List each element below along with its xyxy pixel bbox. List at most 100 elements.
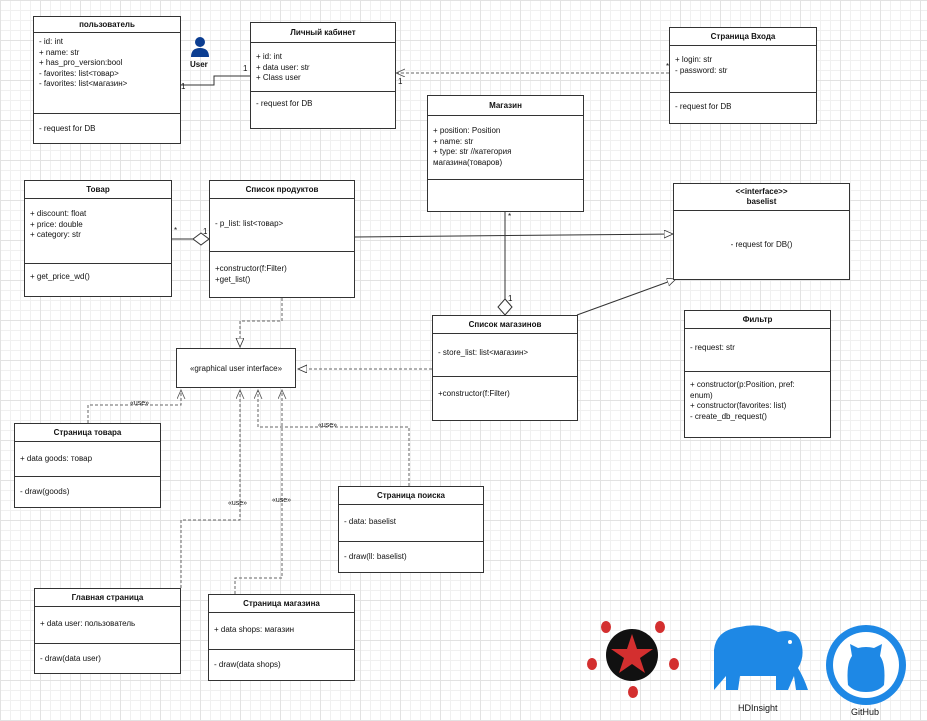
realization-shoplist-baselist xyxy=(576,279,676,316)
method: + get_price_wd() xyxy=(30,272,90,281)
github-logo xyxy=(826,625,906,705)
class-shop[interactable]: Магазин + position: Position + name: str… xyxy=(427,95,584,212)
use-mainpage-gui xyxy=(180,390,240,588)
class-login-page[interactable]: Страница Входа + login: str - password: … xyxy=(669,27,817,124)
use-shoppage-gui xyxy=(234,390,282,594)
attribute: + login: str xyxy=(675,55,713,64)
class-methods: - draw(ll: baselist) xyxy=(339,541,483,572)
class-methods: +constructor(f:Filter) +get_list() xyxy=(210,251,354,297)
attribute: + data user: пользователь xyxy=(40,619,136,628)
attribute: - data: baselist xyxy=(344,517,397,526)
attribute: - store_list: list<магазин> xyxy=(438,348,529,357)
class-search-page[interactable]: Страница поиска - data: baselist - draw(… xyxy=(338,486,484,573)
method: - draw(data user) xyxy=(40,654,101,663)
class-attributes: + login: str - password: str xyxy=(670,46,816,92)
class-attributes: + data shops: магазин xyxy=(209,613,354,649)
class-methods xyxy=(428,179,583,211)
bug-star-logo xyxy=(587,621,679,698)
class-attributes: - request: str xyxy=(685,329,830,371)
class-methods: - request for DB() xyxy=(674,211,849,279)
class-attributes: + position: Position + name: str + type:… xyxy=(428,116,583,179)
class-main-page[interactable]: Главная страница + data user: пользовате… xyxy=(34,588,181,674)
use-label: «use» xyxy=(318,422,338,429)
use-label: «use» xyxy=(272,497,292,504)
hdinsight-elephant-logo xyxy=(714,625,808,690)
multiplicity: 1 xyxy=(398,77,403,86)
attribute: + price: double xyxy=(30,219,83,229)
interface-name: baselist xyxy=(746,197,777,206)
attribute: + data user: str xyxy=(256,62,310,72)
user-actor-icon xyxy=(191,37,209,57)
class-methods: +constructor(f:Filter) xyxy=(433,376,577,420)
class-title: Страница магазина xyxy=(209,595,354,613)
class-title: Главная страница xyxy=(35,589,180,607)
stereotype: <<interface>> xyxy=(735,187,788,196)
attribute: + id: int xyxy=(256,52,283,61)
class-methods: - request for DB xyxy=(251,91,395,128)
multiplicity: 1 xyxy=(181,82,186,91)
github-label: GitHub xyxy=(851,707,880,717)
attribute: - favorites: list<магазин> xyxy=(39,79,128,88)
method: - draw(data shops) xyxy=(214,660,281,669)
class-shop-list[interactable]: Список магазинов - store_list: list<мага… xyxy=(432,315,578,421)
attribute: - p_list: list<товар> xyxy=(215,219,284,228)
class-title: Личный кабинет xyxy=(251,23,395,43)
interface-baselist[interactable]: <<interface>> baselist - request for DB(… xyxy=(673,183,850,280)
class-attributes: - p_list: list<товар> xyxy=(210,199,354,251)
class-title: Фильтр xyxy=(685,311,830,329)
class-title: Товар xyxy=(25,181,171,199)
class-attributes: - id: int + name: str + has_pro_version:… xyxy=(34,33,180,113)
class-shop-page[interactable]: Страница магазина + data shops: магазин … xyxy=(208,594,355,681)
method: - draw(ll: baselist) xyxy=(344,552,407,561)
class-cabinet[interactable]: Личный кабинет + id: int + data user: st… xyxy=(250,22,396,129)
class-attributes: - data: baselist xyxy=(339,505,483,541)
attribute: + data shops: магазин xyxy=(214,625,295,634)
use-label: «use» xyxy=(130,400,150,407)
realization-productlist-gui xyxy=(240,298,283,347)
method: +get_list() xyxy=(215,274,251,284)
association-user-cabinet xyxy=(181,75,250,86)
multiplicity: * xyxy=(508,212,512,221)
class-product-page[interactable]: Страница товара + data goods: товар - dr… xyxy=(14,423,161,508)
hdinsight-label: HDInsight xyxy=(738,703,778,713)
method: - request for DB() xyxy=(730,239,793,249)
multiplicity: 1 xyxy=(243,64,248,73)
attribute: + position: Position xyxy=(433,126,501,135)
class-title: Страница Входа xyxy=(670,28,816,46)
method: - request for DB xyxy=(39,124,96,133)
method: + constructor(favorites: list) xyxy=(690,401,787,410)
class-title: Магазин xyxy=(428,96,583,116)
attribute: - password: str xyxy=(675,65,728,75)
attribute: - favorites: list<товар> xyxy=(39,68,119,78)
gui-interface[interactable]: «graphical user interface» xyxy=(176,348,296,388)
attribute: + Class user xyxy=(256,73,301,82)
class-filter[interactable]: Фильтр - request: str + constructor(p:Po… xyxy=(684,310,831,438)
class-title: Страница поиска xyxy=(339,487,483,505)
class-methods: - draw(data user) xyxy=(35,643,180,673)
attribute: + name: str xyxy=(433,136,474,146)
method: - draw(goods) xyxy=(20,487,70,496)
multiplicity: 1 xyxy=(508,294,513,303)
class-methods: + constructor(p:Position, pref: enum) + … xyxy=(685,371,830,437)
class-user[interactable]: пользователь - id: int + name: str + has… xyxy=(33,16,181,144)
method: + constructor(p:Position, pref: xyxy=(690,380,795,389)
class-methods: - request for DB xyxy=(34,113,180,143)
attribute: + discount: float xyxy=(30,209,87,218)
class-product-list[interactable]: Список продуктов - p_list: list<товар> +… xyxy=(209,180,355,298)
attribute: + has_pro_version:bool xyxy=(39,58,123,67)
class-product[interactable]: Товар + discount: float + price: double … xyxy=(24,180,172,297)
method: - request for DB xyxy=(675,102,732,111)
class-attributes: + data user: пользователь xyxy=(35,607,180,643)
attribute: + category: str xyxy=(30,230,81,239)
multiplicity: 1 xyxy=(203,227,208,236)
method: - create_db_request() xyxy=(690,411,767,421)
class-attributes: + data goods: товар xyxy=(15,442,160,476)
attribute: магазина(товаров) xyxy=(433,157,503,167)
interface-title: <<interface>> baselist xyxy=(674,184,849,211)
class-methods: - draw(goods) xyxy=(15,476,160,507)
method: - request for DB xyxy=(256,99,313,108)
multiplicity: * xyxy=(666,62,670,71)
class-title: Страница товара xyxy=(15,424,160,442)
use-searchpage-gui xyxy=(258,390,410,486)
